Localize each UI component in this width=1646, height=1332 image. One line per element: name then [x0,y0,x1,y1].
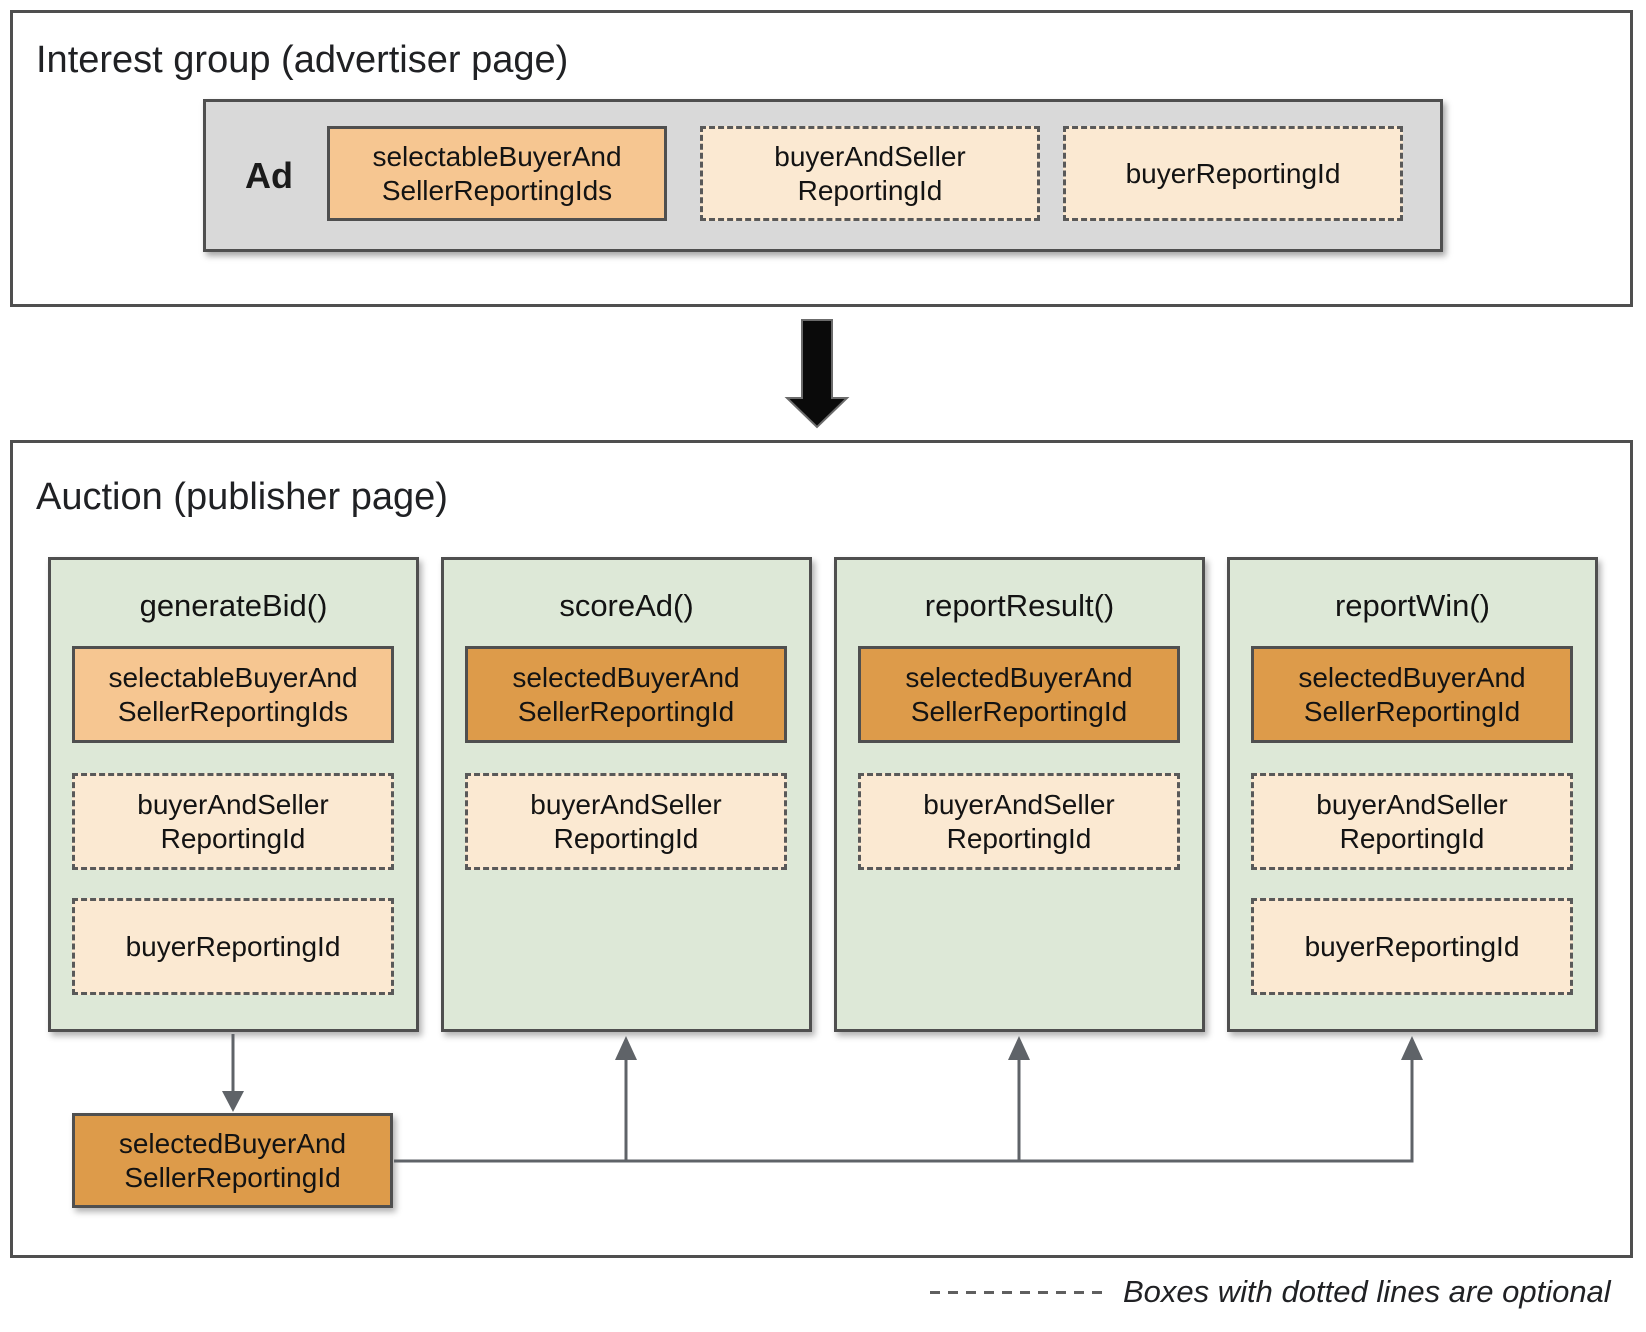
legend-text: Boxes with dotted lines are optional [1123,1274,1611,1309]
ad-label: Ad [245,154,293,196]
generatebid-box-buyer-reporting-id: buyerReportingId [72,898,394,995]
column-header: reportResult() [924,588,1115,623]
auction-title: Auction (publisher page) [36,476,448,518]
legend-dashed-line-icon [930,1291,1102,1294]
ig-box-selectable-buyer-and-seller-reporting-ids: selectableBuyerAnd SellerReportingIds [327,126,667,221]
ig-box-buyer-and-seller-reporting-id: buyerAndSeller ReportingId [700,126,1040,221]
column-reportresult: reportResult() selectedBuyerAnd SellerRe… [834,557,1205,1032]
selected-id-output-box: selectedBuyerAnd SellerReportingId [72,1113,393,1208]
generatebid-box-buyer-and-seller-reporting-id: buyerAndSeller ReportingId [72,773,394,870]
ad-container: Ad selectableBuyerAnd SellerReportingIds… [203,99,1443,252]
column-generatebid: generateBid() selectableBuyerAnd SellerR… [48,557,419,1032]
generatebid-box-selectable-buyer-and-seller-reporting-ids: selectableBuyerAnd SellerReportingIds [72,646,394,743]
scoread-box-selected-buyer-and-seller-reporting-id: selectedBuyerAnd SellerReportingId [465,646,787,743]
column-scoread: scoreAd() selectedBuyerAnd SellerReporti… [441,557,812,1032]
reportwin-box-buyer-reporting-id: buyerReportingId [1251,898,1573,995]
reportwin-box-selected-buyer-and-seller-reporting-id: selectedBuyerAnd SellerReportingId [1251,646,1573,743]
auction-section: Auction (publisher page) generateBid() s… [10,440,1633,1258]
flow-down-arrow-icon [784,319,850,429]
interest-group-title: Interest group (advertiser page) [36,39,569,81]
reportwin-box-buyer-and-seller-reporting-id: buyerAndSeller ReportingId [1251,773,1573,870]
column-header: reportWin() [1334,588,1490,623]
reportresult-box-selected-buyer-and-seller-reporting-id: selectedBuyerAnd SellerReportingId [858,646,1180,743]
column-header: generateBid() [139,588,328,623]
reportresult-box-buyer-and-seller-reporting-id: buyerAndSeller ReportingId [858,773,1180,870]
column-reportwin: reportWin() selectedBuyerAnd SellerRepor… [1227,557,1598,1032]
ig-box-buyer-reporting-id: buyerReportingId [1063,126,1403,221]
interest-group-section: Interest group (advertiser page) Ad sele… [10,10,1633,307]
scoread-box-buyer-and-seller-reporting-id: buyerAndSeller ReportingId [465,773,787,870]
column-header: scoreAd() [559,588,694,623]
